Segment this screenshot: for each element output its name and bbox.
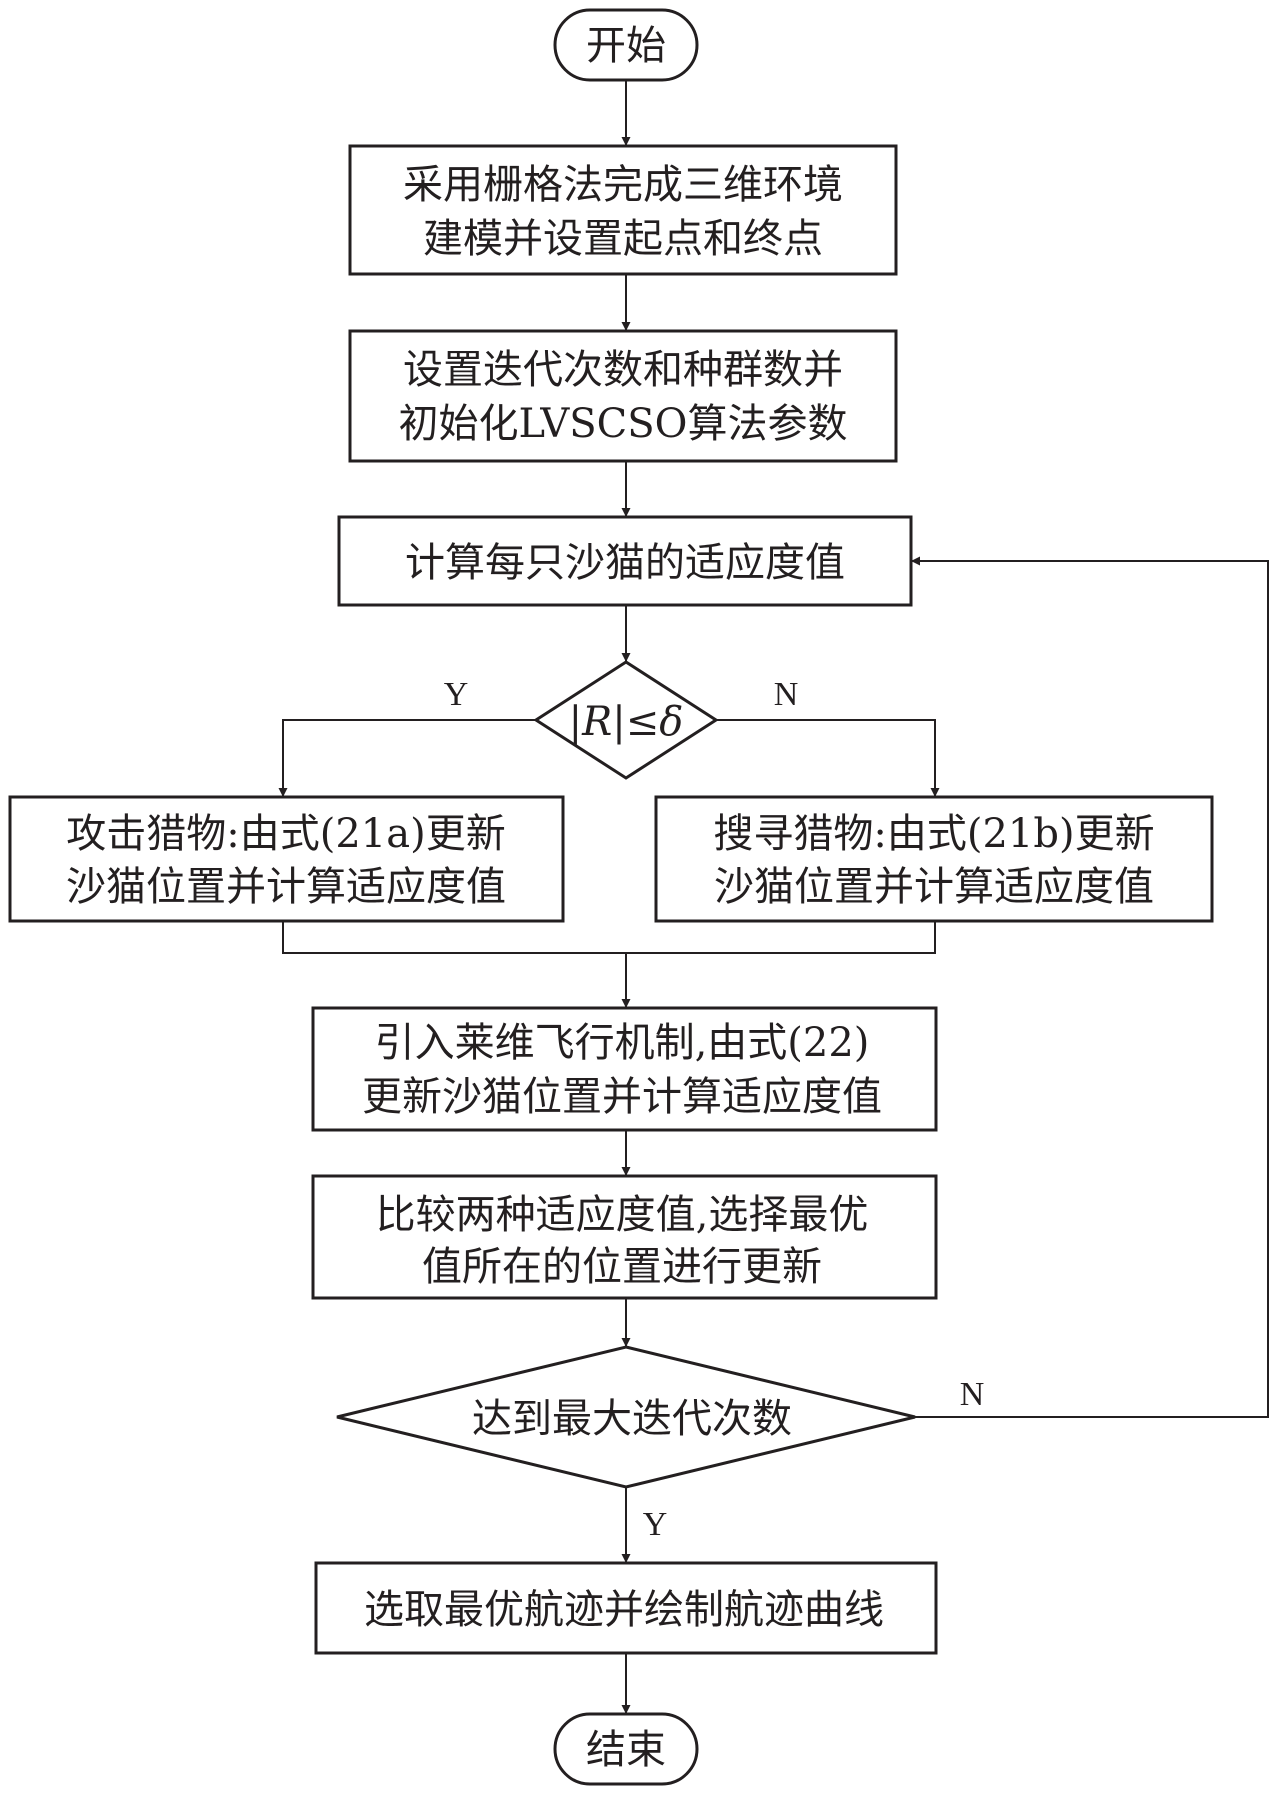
compare-line-2: 值所在的位置进行更新 <box>422 1244 822 1290</box>
best-path-label: 选取最优航迹并绘制航迹曲线 <box>364 1587 884 1633</box>
arrow-decision-to-search <box>716 719 940 797</box>
end-terminal <box>553 1712 699 1786</box>
decision-r-label: |R|≤δ <box>569 699 684 745</box>
arrow-iter-loop-back <box>911 556 1269 1418</box>
label-iter-yes: Y <box>643 1506 668 1543</box>
grid-model-line-1: 采用栅格法完成三维环境 <box>403 162 843 208</box>
init-params-line-2: 初始化LVSCSO算法参数 <box>399 401 848 447</box>
levy-line-1: 引入莱维飞行机制,由式(22) <box>375 1020 870 1066</box>
grid-model-box <box>348 144 898 276</box>
levy-box <box>311 1006 938 1132</box>
compute-fitness-label: 计算每只沙猫的适应度值 <box>405 540 845 586</box>
levy-line-2: 更新沙猫位置并计算适应度值 <box>362 1074 882 1120</box>
search-line-1: 搜寻猎物:由式(21b)更新 <box>713 811 1154 857</box>
decision-iter-label: 达到最大迭代次数 <box>472 1396 792 1442</box>
compare-box <box>311 1174 938 1300</box>
grid-model-line-2: 建模并设置起点和终点 <box>423 216 823 262</box>
merge-line <box>282 921 936 954</box>
search-line-2: 沙猫位置并计算适应度值 <box>714 864 1154 910</box>
arrow-decision-to-attack <box>278 719 536 797</box>
start-label: 开始 <box>586 23 666 69</box>
attack-line-1: 攻击猎物:由式(21a)更新 <box>66 811 505 857</box>
init-params-box <box>348 329 898 463</box>
best-path-box <box>314 1561 938 1655</box>
search-box <box>654 795 1214 923</box>
label-r-yes: Y <box>444 676 469 713</box>
init-params-line-1: 设置迭代次数和种群数并 <box>403 347 843 393</box>
compare-line-1: 比较两种适应度值,选择最优 <box>376 1192 869 1238</box>
end-label: 结束 <box>586 1727 666 1773</box>
label-r-no: N <box>774 676 799 713</box>
label-iter-no: N <box>960 1376 985 1413</box>
decision-r-diamond <box>533 660 719 780</box>
attack-box <box>8 795 565 923</box>
attack-line-2: 沙猫位置并计算适应度值 <box>66 864 506 910</box>
